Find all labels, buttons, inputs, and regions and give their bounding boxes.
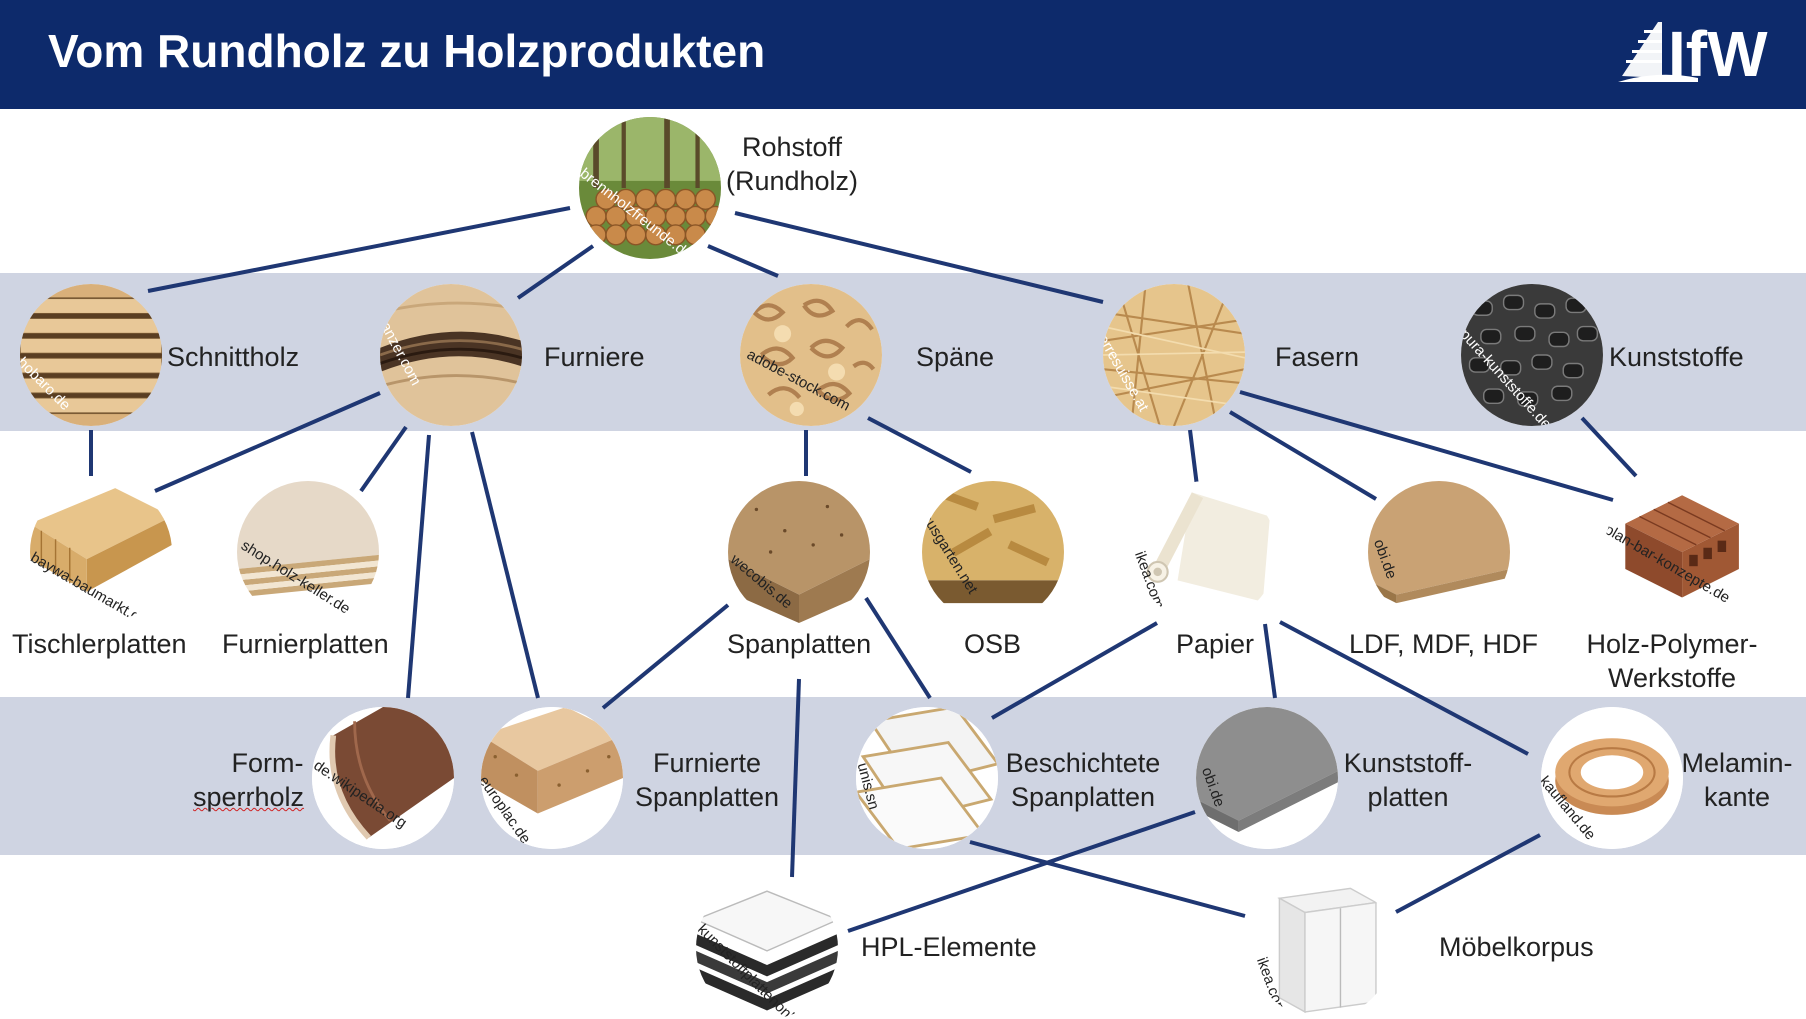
cabinet-icon	[1251, 877, 1393, 1019]
edge-furniere-furnierplatten	[359, 425, 408, 493]
node-furnierte-spanplatten: europlac.de	[481, 707, 623, 849]
node-rundholz: brennholzfreunde.de	[579, 117, 721, 259]
edge-rundholz-fasern	[734, 211, 1104, 304]
edge-spanplatten-furniertespan	[601, 603, 730, 710]
label-furniere: Furniere	[544, 342, 645, 372]
veneered-chipboard-icon	[481, 707, 623, 849]
node-moebelkorpus: ikea.com	[1251, 877, 1393, 1019]
fibreboard-icon	[1368, 481, 1510, 623]
label-kunststoffplatten: Kunststoff-platten	[1343, 748, 1473, 812]
edge-papier-melaminkante	[1279, 620, 1529, 756]
log-pile-icon	[579, 117, 721, 259]
hpl-panel-icon	[696, 877, 838, 1019]
node-tischlerplatten: baywa-baumarkt.de	[30, 481, 172, 623]
edge-furniere-furniertespan	[470, 431, 540, 699]
label-fasern: Fasern	[1275, 342, 1360, 372]
wood-fibres-icon	[1103, 284, 1245, 426]
node-schnittholz: hobaro.de	[20, 284, 162, 426]
edge-fasern-wpc	[1239, 390, 1614, 502]
edge-band-roll-icon	[1541, 707, 1683, 849]
node-osb: hausgarten.net	[922, 481, 1064, 623]
node-papier: ikea.com	[1135, 481, 1277, 623]
plastic-sheet-icon	[1196, 707, 1338, 849]
node-spanplatten: wecobis.de	[728, 481, 870, 623]
label-furnierplatten: Furnierplatten	[222, 629, 389, 659]
node-formsperrholz: de.wikipedia.org	[312, 707, 454, 849]
label-moebelkorpus: Möbelkorpus	[1439, 932, 1594, 962]
coated-chipboard-icon	[856, 707, 998, 849]
osb-board-icon	[922, 481, 1064, 623]
edge-spanplatten-beschichtete	[864, 596, 932, 700]
node-spaene: adobe-stock.com	[740, 284, 882, 426]
label-spaene: Späne	[916, 342, 995, 372]
blockboard-icon	[30, 481, 172, 623]
edge-kunststoffplatten-hpl	[847, 810, 1196, 933]
veneer-roll-icon	[380, 284, 522, 426]
edge-melaminkante-moebelkorpus	[1395, 833, 1541, 914]
edge-spanplatten-hpl	[790, 678, 801, 878]
edge-papier-kunststoffplatten	[1263, 623, 1277, 699]
plywood-icon	[237, 481, 379, 623]
edge-rundholz-furniere	[516, 244, 595, 300]
wood-shavings-icon	[740, 284, 882, 426]
label-osb: OSB	[964, 629, 1022, 659]
label-hpl: HPL-Elemente	[861, 932, 1037, 962]
lumber-stack-icon	[20, 284, 162, 426]
node-furniere: danzer.com	[380, 284, 522, 426]
edge-fasern-papier	[1188, 429, 1199, 487]
edge-rundholz-spaene	[707, 244, 779, 278]
node-melaminkante: kaufland.de	[1541, 707, 1683, 849]
label-ldf: LDF, MDF, HDF	[1349, 629, 1538, 659]
edge-furniere-formsperrholz	[406, 434, 431, 699]
label-wpc: Holz-Polymer-Werkstoffe	[1586, 629, 1758, 693]
edge-fasern-ldf	[1228, 410, 1378, 501]
label-kunststoffe: Kunststoffe	[1609, 342, 1744, 372]
node-kunststoffe: pura-kunststoffe.de	[1461, 284, 1603, 426]
label-tischlerplatten: Tischlerplatten	[12, 629, 187, 659]
node-beschichtete: unis.sn	[856, 707, 998, 849]
node-kunststoffplatten: obi.de	[1196, 707, 1338, 849]
node-furnierplatten: shop.holz-keller.de	[237, 481, 379, 623]
edge-spaene-osb	[867, 416, 972, 474]
label-schnittholz: Schnittholz	[167, 342, 300, 372]
edge-rundholz-schnittholz	[147, 206, 571, 293]
node-wpc: plan-bar-konzepte.de	[1604, 481, 1746, 623]
node-hpl: kunststoffplattenonline.de	[696, 877, 838, 1019]
label-formsperrholz: Form-sperrholz	[193, 748, 305, 812]
edge-beschichtete-moebelkorpus	[969, 840, 1246, 918]
wpc-decking-icon	[1604, 481, 1746, 623]
plastic-granulate-icon	[1461, 284, 1603, 426]
ifw-logo-text: IfW	[1668, 18, 1768, 86]
node-ldf: obi.de	[1368, 481, 1510, 623]
label-papier: Papier	[1176, 629, 1255, 659]
header-bar: Vom Rundholz zu Holzprodukten IfW	[0, 0, 1806, 109]
node-fasern: terresuisse.at	[1103, 284, 1245, 426]
molded-plywood-icon	[312, 707, 454, 849]
label-rundholz: Rohstoff(Rundholz)	[725, 132, 859, 196]
slide-title: Vom Rundholz zu Holzprodukten	[48, 25, 766, 77]
edge-papier-beschichtete	[991, 621, 1158, 720]
chipboard-icon	[728, 481, 870, 623]
label-spanplatten: Spanplatten	[727, 629, 872, 659]
edge-furniere-tischlerplatten	[154, 391, 381, 493]
ifw-logo-icon: IfW	[1618, 18, 1768, 86]
label-melaminkante: Melamin-kante	[1681, 748, 1793, 812]
paper-roll-icon	[1135, 481, 1277, 623]
edge-kunststoffe-wpc	[1580, 416, 1638, 478]
